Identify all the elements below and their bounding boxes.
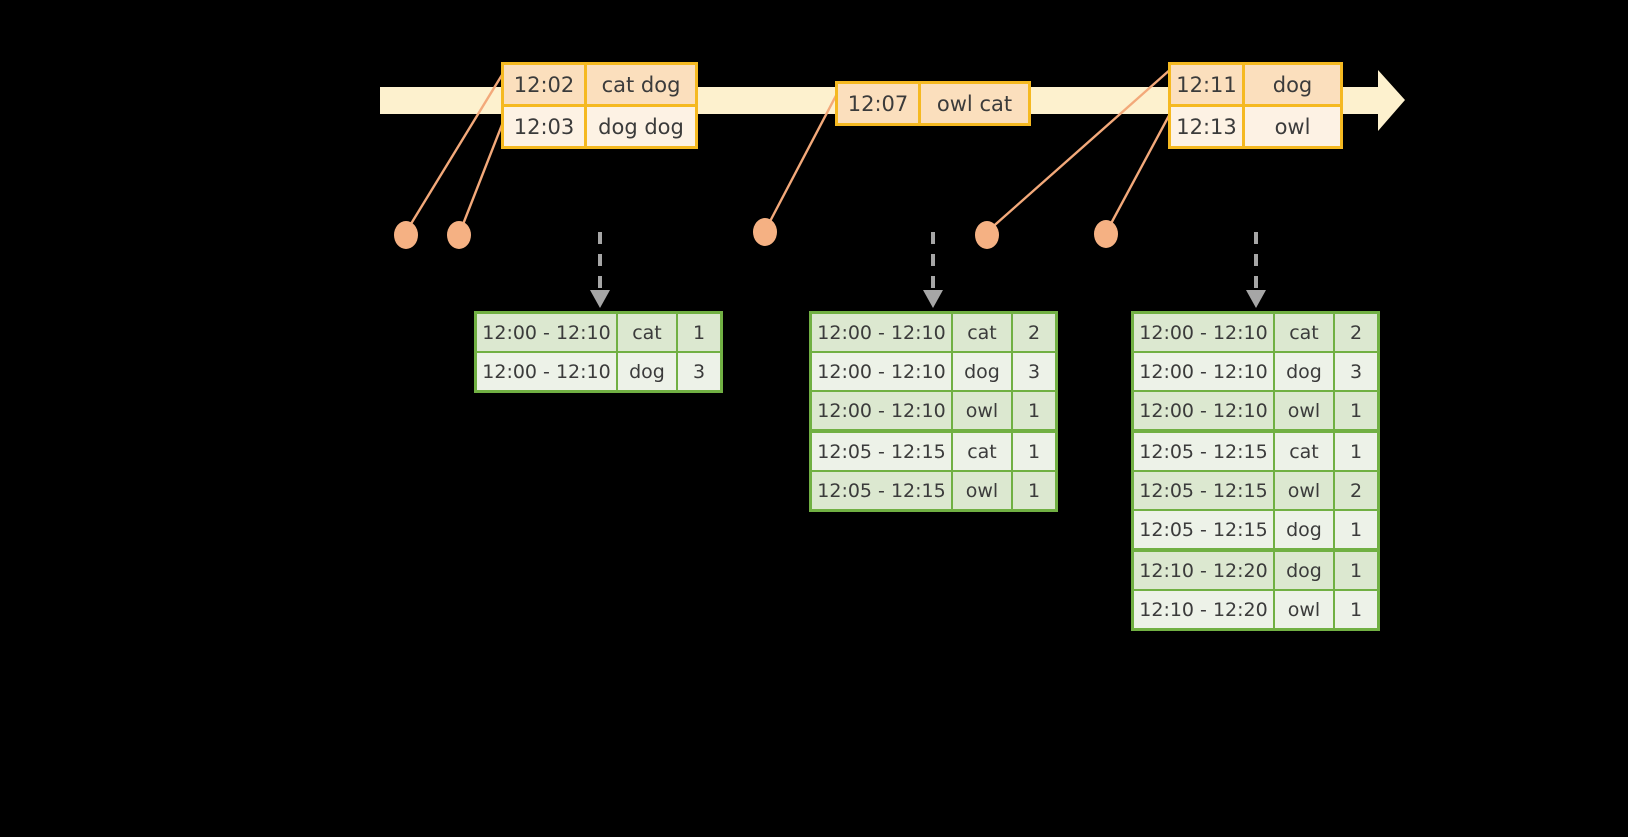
event-words: owl cat bbox=[921, 84, 1028, 123]
event-time: 12:13 bbox=[1171, 107, 1245, 146]
key-cell: owl bbox=[953, 472, 1013, 509]
window-cell: 12:00 - 12:10 bbox=[477, 353, 618, 390]
window-cell: 12:00 - 12:10 bbox=[1134, 392, 1275, 429]
window-cell: 12:00 - 12:10 bbox=[812, 314, 953, 351]
window-cell: 12:05 - 12:15 bbox=[1134, 433, 1275, 470]
window-cell: 12:10 - 12:20 bbox=[1134, 552, 1275, 589]
event-row[interactable]: 12:11 dog bbox=[1171, 65, 1340, 104]
window-cell: 12:00 - 12:10 bbox=[812, 392, 953, 429]
event-time: 12:11 bbox=[1171, 65, 1245, 104]
window-cell: 12:05 - 12:15 bbox=[812, 433, 953, 470]
event-row[interactable]: 12:13 owl bbox=[1171, 104, 1340, 146]
window-cell: 12:05 - 12:15 bbox=[1134, 472, 1275, 509]
key-cell: cat bbox=[1275, 433, 1335, 470]
event-dot-3 bbox=[753, 218, 777, 246]
count-cell: 1 bbox=[1013, 433, 1055, 470]
count-cell: 1 bbox=[1013, 472, 1055, 509]
window-cell: 12:05 - 12:15 bbox=[812, 472, 953, 509]
event-words: dog bbox=[1245, 65, 1340, 104]
count-cell: 1 bbox=[1335, 511, 1377, 548]
emit-arrow-2-head bbox=[923, 290, 943, 308]
key-cell: dog bbox=[1275, 552, 1335, 589]
count-cell: 2 bbox=[1335, 472, 1377, 509]
count-cell: 1 bbox=[1013, 392, 1055, 429]
connector-line-5 bbox=[1105, 109, 1174, 232]
window-cell: 12:00 - 12:10 bbox=[812, 353, 953, 390]
key-cell: dog bbox=[618, 353, 678, 390]
emit-arrow-3-head bbox=[1246, 290, 1266, 308]
emit-arrows bbox=[590, 232, 1266, 308]
event-row[interactable]: 12:03 dog dog bbox=[504, 104, 695, 146]
count-cell: 2 bbox=[1013, 314, 1055, 351]
timeline-arrowhead bbox=[1378, 70, 1405, 131]
key-cell: cat bbox=[953, 314, 1013, 351]
event-box-2[interactable]: 12:07 owl cat bbox=[835, 81, 1031, 126]
event-dot-5 bbox=[1094, 220, 1118, 248]
count-cell: 1 bbox=[1335, 552, 1377, 589]
event-dot-4 bbox=[975, 221, 999, 249]
key-cell: dog bbox=[953, 353, 1013, 390]
count-cell: 2 bbox=[1335, 314, 1377, 351]
count-cell: 3 bbox=[1013, 353, 1055, 390]
key-cell: owl bbox=[1275, 392, 1335, 429]
window-cell: 12:00 - 12:10 bbox=[1134, 353, 1275, 390]
event-row[interactable]: 12:02 cat dog bbox=[504, 65, 695, 104]
key-cell: owl bbox=[1275, 472, 1335, 509]
event-dot-2 bbox=[447, 221, 471, 249]
count-cell: 1 bbox=[678, 314, 720, 351]
key-cell: dog bbox=[1275, 511, 1335, 548]
connector-line-2 bbox=[458, 111, 509, 233]
event-words: owl bbox=[1245, 107, 1340, 146]
count-cell: 3 bbox=[1335, 353, 1377, 390]
count-cell: 1 bbox=[1335, 433, 1377, 470]
count-cell: 1 bbox=[1335, 591, 1377, 628]
key-cell: cat bbox=[618, 314, 678, 351]
emit-arrow-1-head bbox=[590, 290, 610, 308]
key-cell: owl bbox=[1275, 591, 1335, 628]
event-box-1[interactable]: 12:02 cat dog 12:03 dog dog bbox=[501, 62, 698, 149]
event-box-3[interactable]: 12:11 dog 12:13 owl bbox=[1168, 62, 1343, 149]
key-cell: cat bbox=[953, 433, 1013, 470]
event-dot-1 bbox=[394, 221, 418, 249]
count-cell: 3 bbox=[678, 353, 720, 390]
key-cell: cat bbox=[1275, 314, 1335, 351]
key-cell: owl bbox=[953, 392, 1013, 429]
key-cell: dog bbox=[1275, 353, 1335, 390]
window-cell: 12:05 - 12:15 bbox=[1134, 511, 1275, 548]
event-words: dog dog bbox=[587, 107, 695, 146]
window-cell: 12:00 - 12:10 bbox=[477, 314, 618, 351]
event-dots bbox=[394, 218, 1118, 249]
event-time: 12:07 bbox=[838, 84, 921, 123]
event-time: 12:03 bbox=[504, 107, 587, 146]
window-cell: 12:00 - 12:10 bbox=[1134, 314, 1275, 351]
event-row[interactable]: 12:07 owl cat bbox=[838, 84, 1028, 123]
event-time: 12:02 bbox=[504, 65, 587, 104]
count-cell: 1 bbox=[1335, 392, 1377, 429]
event-words: cat dog bbox=[587, 65, 695, 104]
window-cell: 12:10 - 12:20 bbox=[1134, 591, 1275, 628]
